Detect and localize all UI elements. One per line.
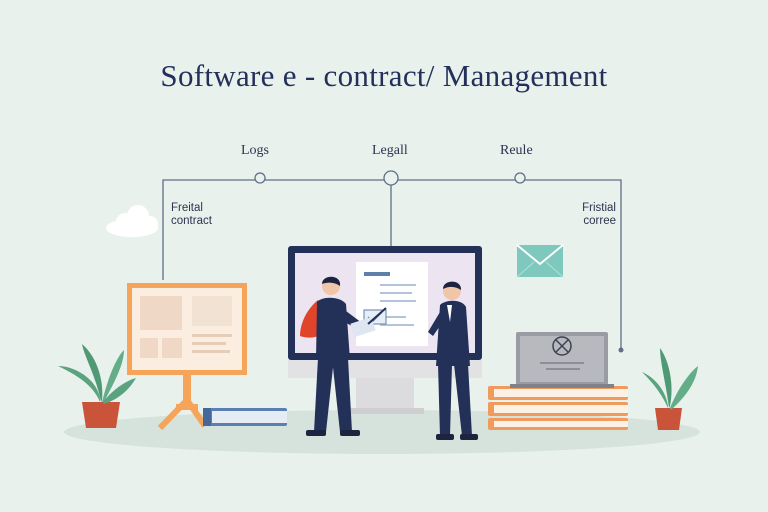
side-label-left: Freital contract — [171, 202, 212, 228]
laptop-on-books — [510, 332, 614, 388]
book-on-floor — [203, 408, 287, 426]
node-label-center: Legall — [372, 143, 408, 158]
line-end-dot — [618, 347, 624, 353]
person-right-figure — [428, 281, 478, 440]
node-label-right: Reule — [500, 143, 533, 158]
side-label-right: Fristial corree — [576, 202, 616, 228]
side-label-left-line1: Freital — [171, 202, 203, 214]
whiteboard-easel — [127, 283, 247, 431]
node-dot-right — [514, 172, 526, 184]
side-label-right-line2: corree — [583, 215, 616, 227]
side-label-right-line1: Fristial — [582, 202, 616, 214]
side-label-left-line2: contract — [171, 215, 212, 227]
ground-shadow — [64, 410, 700, 454]
node-label-left: Logs — [241, 143, 269, 158]
plant-right-icon — [642, 348, 698, 430]
node-dot-left — [254, 172, 266, 184]
book-stack — [488, 386, 628, 430]
plant-left-icon — [58, 344, 136, 428]
person-left-figure — [300, 276, 387, 436]
cloud-icon — [106, 205, 158, 237]
node-dot-center — [383, 170, 399, 186]
page-title: Software e - contract/ Management — [160, 58, 608, 93]
envelope-icon — [516, 244, 564, 278]
